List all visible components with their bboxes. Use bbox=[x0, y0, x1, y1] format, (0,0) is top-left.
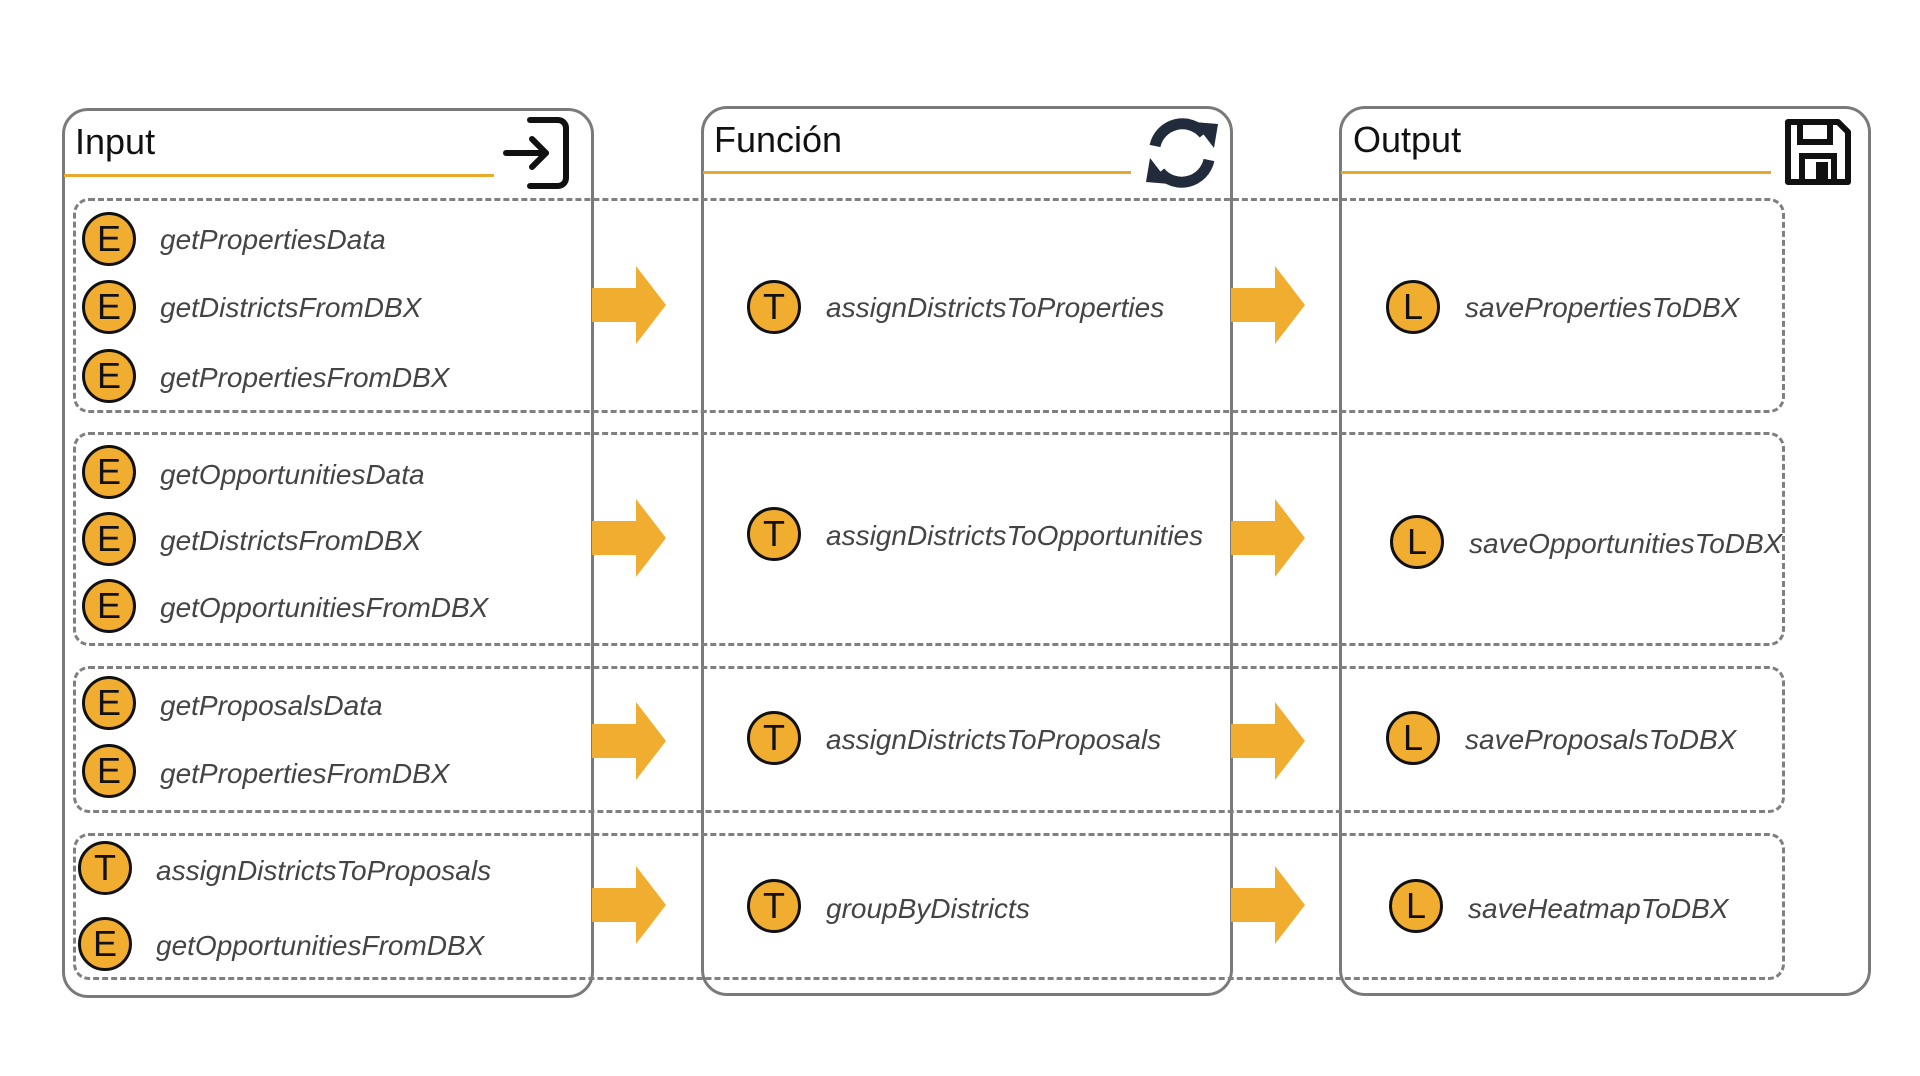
transform-badge: T bbox=[747, 711, 801, 765]
flow-arrow-icon bbox=[1231, 702, 1305, 780]
output-title-rule bbox=[1341, 171, 1771, 174]
output-step-label: saveProposalsToDBX bbox=[1465, 724, 1737, 755]
input-title-rule bbox=[64, 174, 494, 177]
function-title: Función bbox=[714, 119, 843, 160]
function-step-label: assignDistrictsToProperties bbox=[826, 292, 1165, 323]
input-step-label: getPropertiesData bbox=[160, 224, 386, 255]
flow-arrow-icon bbox=[1231, 499, 1305, 577]
flow-arrow-icon bbox=[592, 499, 666, 577]
extract-badge: E bbox=[82, 579, 136, 633]
input-step-label: getDistrictsFromDBX bbox=[160, 525, 422, 556]
extract-badge: E bbox=[82, 349, 136, 403]
flow-arrow-icon bbox=[1231, 866, 1305, 944]
login-icon bbox=[503, 117, 569, 189]
refresh-icon bbox=[1146, 118, 1218, 188]
load-badge: L bbox=[1386, 711, 1440, 765]
transform-badge: T bbox=[78, 841, 132, 895]
flow-arrow-icon bbox=[592, 702, 666, 780]
transform-badge: T bbox=[747, 507, 801, 561]
output-title: Output bbox=[1353, 119, 1462, 160]
output-step-label: saveOpportunitiesToDBX bbox=[1469, 528, 1783, 559]
extract-badge: E bbox=[82, 676, 136, 730]
output-step-label: saveHeatmapToDBX bbox=[1468, 893, 1729, 924]
extract-badge: E bbox=[78, 917, 132, 971]
load-badge: L bbox=[1390, 515, 1444, 569]
extract-badge: E bbox=[82, 212, 136, 266]
input-step-label: getProposalsData bbox=[160, 690, 383, 721]
pipeline-row-4 bbox=[73, 833, 1785, 980]
save-disk-icon bbox=[1785, 119, 1851, 185]
input-step-label: getPropertiesFromDBX bbox=[160, 758, 450, 789]
pipeline-row-1 bbox=[73, 198, 1785, 413]
function-step-label: assignDistrictsToOpportunities bbox=[826, 520, 1204, 551]
extract-badge: E bbox=[82, 512, 136, 566]
extract-badge: E bbox=[82, 445, 136, 499]
input-step-label: getPropertiesFromDBX bbox=[160, 362, 450, 393]
input-step-label: getOpportunitiesFromDBX bbox=[156, 930, 485, 961]
flow-arrow-icon bbox=[592, 866, 666, 944]
input-title: Input bbox=[75, 121, 156, 162]
transform-badge: T bbox=[747, 879, 801, 933]
extract-badge: E bbox=[82, 744, 136, 798]
output-step-label: savePropertiesToDBX bbox=[1465, 292, 1740, 323]
pipeline-row-3 bbox=[73, 666, 1785, 813]
flow-arrow-icon bbox=[1231, 266, 1305, 344]
load-badge: L bbox=[1386, 280, 1440, 334]
input-step-label: getOpportunitiesData bbox=[160, 459, 425, 490]
extract-badge: E bbox=[82, 280, 136, 334]
function-step-label: groupByDistricts bbox=[826, 893, 1030, 924]
input-step-label: getOpportunitiesFromDBX bbox=[160, 592, 489, 623]
transform-badge: T bbox=[747, 280, 801, 334]
input-step-label: getDistrictsFromDBX bbox=[160, 292, 422, 323]
function-step-label: assignDistrictsToProposals bbox=[826, 724, 1162, 755]
output-column bbox=[1339, 106, 1871, 996]
pipeline-row-2 bbox=[73, 432, 1785, 646]
load-badge: L bbox=[1389, 879, 1443, 933]
input-step-label: assignDistrictsToProposals bbox=[156, 855, 492, 886]
flow-arrow-icon bbox=[592, 266, 666, 344]
function-title-rule bbox=[703, 171, 1131, 174]
